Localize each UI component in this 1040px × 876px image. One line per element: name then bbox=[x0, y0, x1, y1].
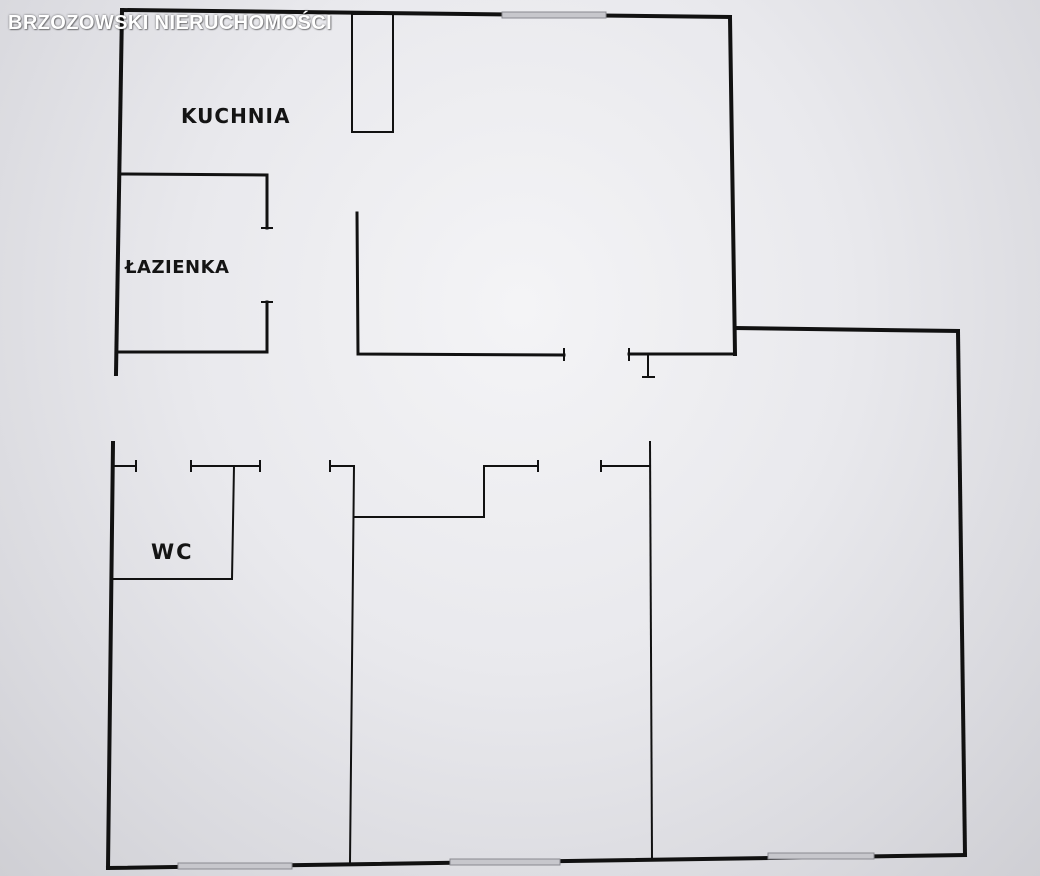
kitchen-partition bbox=[355, 211, 566, 357]
wall-top bbox=[119, 7, 733, 20]
walls bbox=[105, 7, 968, 871]
bathroom-top-wall bbox=[120, 172, 269, 230]
wall-kitchen-right bbox=[727, 14, 738, 357]
room-label-kitchen: KUCHNIA bbox=[181, 104, 291, 128]
windows bbox=[177, 11, 875, 870]
right-room-left-wall bbox=[648, 440, 654, 860]
wc-right-wall bbox=[110, 464, 236, 580]
chimney bbox=[351, 13, 394, 133]
room-label-wc: WC bbox=[151, 540, 194, 564]
window-top bbox=[501, 11, 607, 19]
watermark-text: BRZOZOWSKI NIERUCHOMOŚCI bbox=[8, 12, 333, 34]
wall-left-lower bbox=[105, 440, 116, 871]
wall-right-top bbox=[732, 325, 961, 334]
window-bottom-left bbox=[177, 862, 293, 870]
middle-room-left-wall bbox=[348, 464, 356, 864]
door-stop-mark bbox=[642, 353, 655, 378]
wall-right-outer bbox=[955, 328, 968, 858]
window-bottom-middle bbox=[449, 858, 561, 866]
wall-left-upper bbox=[113, 7, 125, 377]
window-bottom-right bbox=[767, 852, 875, 860]
room-label-bathroom: ŁAZIENKA bbox=[125, 257, 230, 278]
middle-room-step-wall bbox=[354, 465, 539, 518]
bathroom-lower-wall bbox=[116, 300, 269, 354]
